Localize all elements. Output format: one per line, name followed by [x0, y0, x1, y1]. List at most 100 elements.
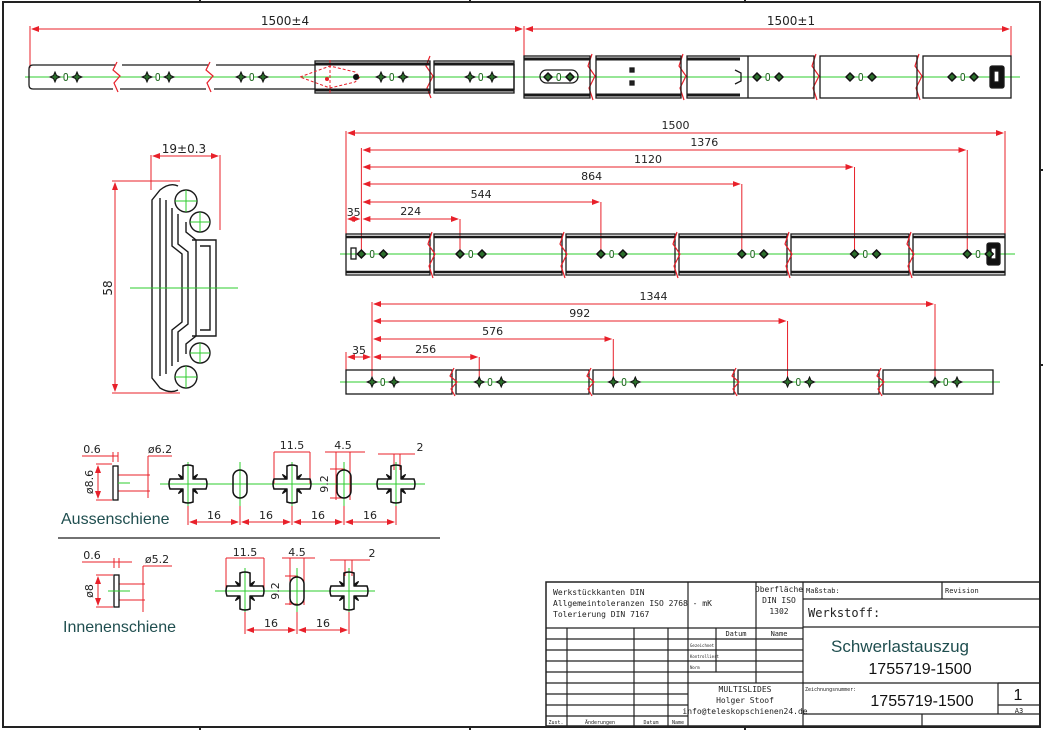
- dim-slot-width: 4.5: [334, 439, 352, 452]
- dim-dia-outer: ø8.6: [83, 470, 96, 494]
- dim-pitch: 16: [363, 509, 377, 522]
- mounting-hole: [256, 70, 270, 84]
- slot-hole: [468, 250, 474, 258]
- slot-hole: [750, 250, 755, 258]
- hole-pattern: [356, 248, 389, 260]
- mounting-hole: [595, 248, 606, 260]
- hole-pattern: [542, 71, 576, 83]
- cross-section-view: 19±0.3 58: [101, 142, 238, 394]
- mounting-hole: [773, 71, 785, 83]
- hole-pattern: [48, 70, 84, 84]
- email: info@teleskopschienen24.de: [682, 707, 807, 716]
- slot-hole: [63, 73, 68, 81]
- slot-hole-detail: [289, 576, 305, 606]
- mounting-hole: [781, 375, 794, 389]
- slot-hole: [556, 73, 561, 81]
- mounting-hole: [472, 375, 486, 389]
- dim-arm-width: 2: [369, 547, 376, 560]
- note-line: Allgemeintoleranzen ISO 2768 - mK: [553, 599, 712, 608]
- row-label: Norm: [690, 665, 700, 670]
- material-label: Werkstoff:: [808, 606, 880, 620]
- slot-hole: [155, 73, 160, 81]
- hole-pattern: [928, 375, 964, 389]
- top-view-holes: [48, 70, 980, 84]
- mounting-hole: [946, 71, 958, 83]
- mounting-hole: [387, 375, 401, 389]
- dim-slot-height: 9.2: [318, 475, 331, 493]
- mounting-hole: [984, 248, 995, 260]
- mounting-hole: [476, 248, 488, 260]
- rev-header: Änderungen: [585, 719, 615, 726]
- dim-label: 224: [400, 205, 421, 218]
- slot-hole: [943, 378, 948, 386]
- dim-pitch: 16: [316, 617, 330, 630]
- mounting-hole: [968, 71, 980, 83]
- mounting-hole: [365, 375, 379, 389]
- surface-label: 1302: [769, 607, 788, 616]
- sheet-format: A3: [1015, 707, 1023, 715]
- sheet-number: 1: [1014, 687, 1023, 704]
- scale-label: Maßstab:: [806, 587, 840, 595]
- mounting-hole: [374, 70, 388, 84]
- revision-label: Revision: [945, 587, 979, 595]
- mounting-hole: [871, 248, 882, 260]
- hole-pattern: [454, 248, 488, 260]
- dim-label: 864: [581, 170, 602, 183]
- slot-hole: [765, 73, 770, 81]
- mounting-hole: [70, 70, 84, 84]
- dim-label: 256: [415, 343, 436, 356]
- hole-pattern: [736, 248, 769, 260]
- top-view-extended-slide: 1500±4 1500±1: [25, 14, 1020, 101]
- slot-hole: [249, 73, 254, 81]
- dim-label: 35: [352, 344, 366, 357]
- dim-dia-inner: ø5.2: [145, 553, 169, 566]
- hole-pattern: [844, 71, 878, 83]
- row-label: Kontrolliert: [690, 654, 719, 659]
- slot-hole: [858, 73, 863, 81]
- dim-label: 544: [471, 188, 492, 201]
- mounting-hole: [378, 248, 389, 260]
- hole-pattern: [140, 70, 176, 84]
- hole-pattern: [962, 248, 995, 260]
- surface-label: Oberfläche: [755, 585, 803, 594]
- dim-label: 992: [569, 307, 590, 320]
- hole-pattern: [781, 375, 816, 389]
- dim-cross-width: 11.5: [280, 439, 305, 452]
- label-aussenschiene: Aussenschiene: [61, 511, 170, 528]
- hole-pattern: [365, 375, 401, 389]
- mounting-hole: [396, 70, 410, 84]
- slot-hole: [389, 73, 394, 81]
- slot-hole-detail: [336, 469, 352, 499]
- dim-pitch: 16: [311, 509, 325, 522]
- part-name: Schwerlastauszug: [831, 637, 969, 656]
- hole-pattern: [849, 248, 882, 260]
- dim-label: 1376: [690, 136, 718, 149]
- dim-label: 35: [347, 206, 361, 219]
- drawing-number-label: Zeichnungsnummer:: [805, 687, 856, 693]
- mounting-hole: [803, 375, 816, 389]
- dim-label-1500-1: 1500±1: [767, 14, 815, 28]
- dim-label-1500-4: 1500±4: [261, 14, 309, 28]
- hole-pattern: [751, 71, 785, 83]
- dim-label-width: 19±0.3: [162, 142, 206, 156]
- hole-pattern: [607, 375, 642, 389]
- dim-arm-width: 2: [417, 441, 424, 454]
- slot-hole: [796, 378, 801, 386]
- mounting-hole: [751, 71, 763, 83]
- mounting-hole: [463, 70, 477, 84]
- detail-outer-rail: 0.6 ø6.2 ø8.6 11.5 4.5 9.2 2 16 16 16 16…: [61, 439, 425, 528]
- mounting-hole: [234, 70, 248, 84]
- mounting-hole: [758, 248, 769, 260]
- drawing-number: 1755719-1500: [870, 693, 973, 710]
- dim-label: 1500: [662, 119, 690, 132]
- dim-pitch: 16: [207, 509, 221, 522]
- mounting-hole: [849, 248, 860, 260]
- row-label: Gezeichnet: [690, 643, 715, 648]
- dim-slot-height: 9.2: [269, 582, 282, 600]
- cross-hole-detail: [272, 464, 312, 504]
- slot-hole: [863, 250, 868, 258]
- slot-hole: [609, 250, 614, 258]
- company-name: MULTISLIDES: [719, 685, 772, 694]
